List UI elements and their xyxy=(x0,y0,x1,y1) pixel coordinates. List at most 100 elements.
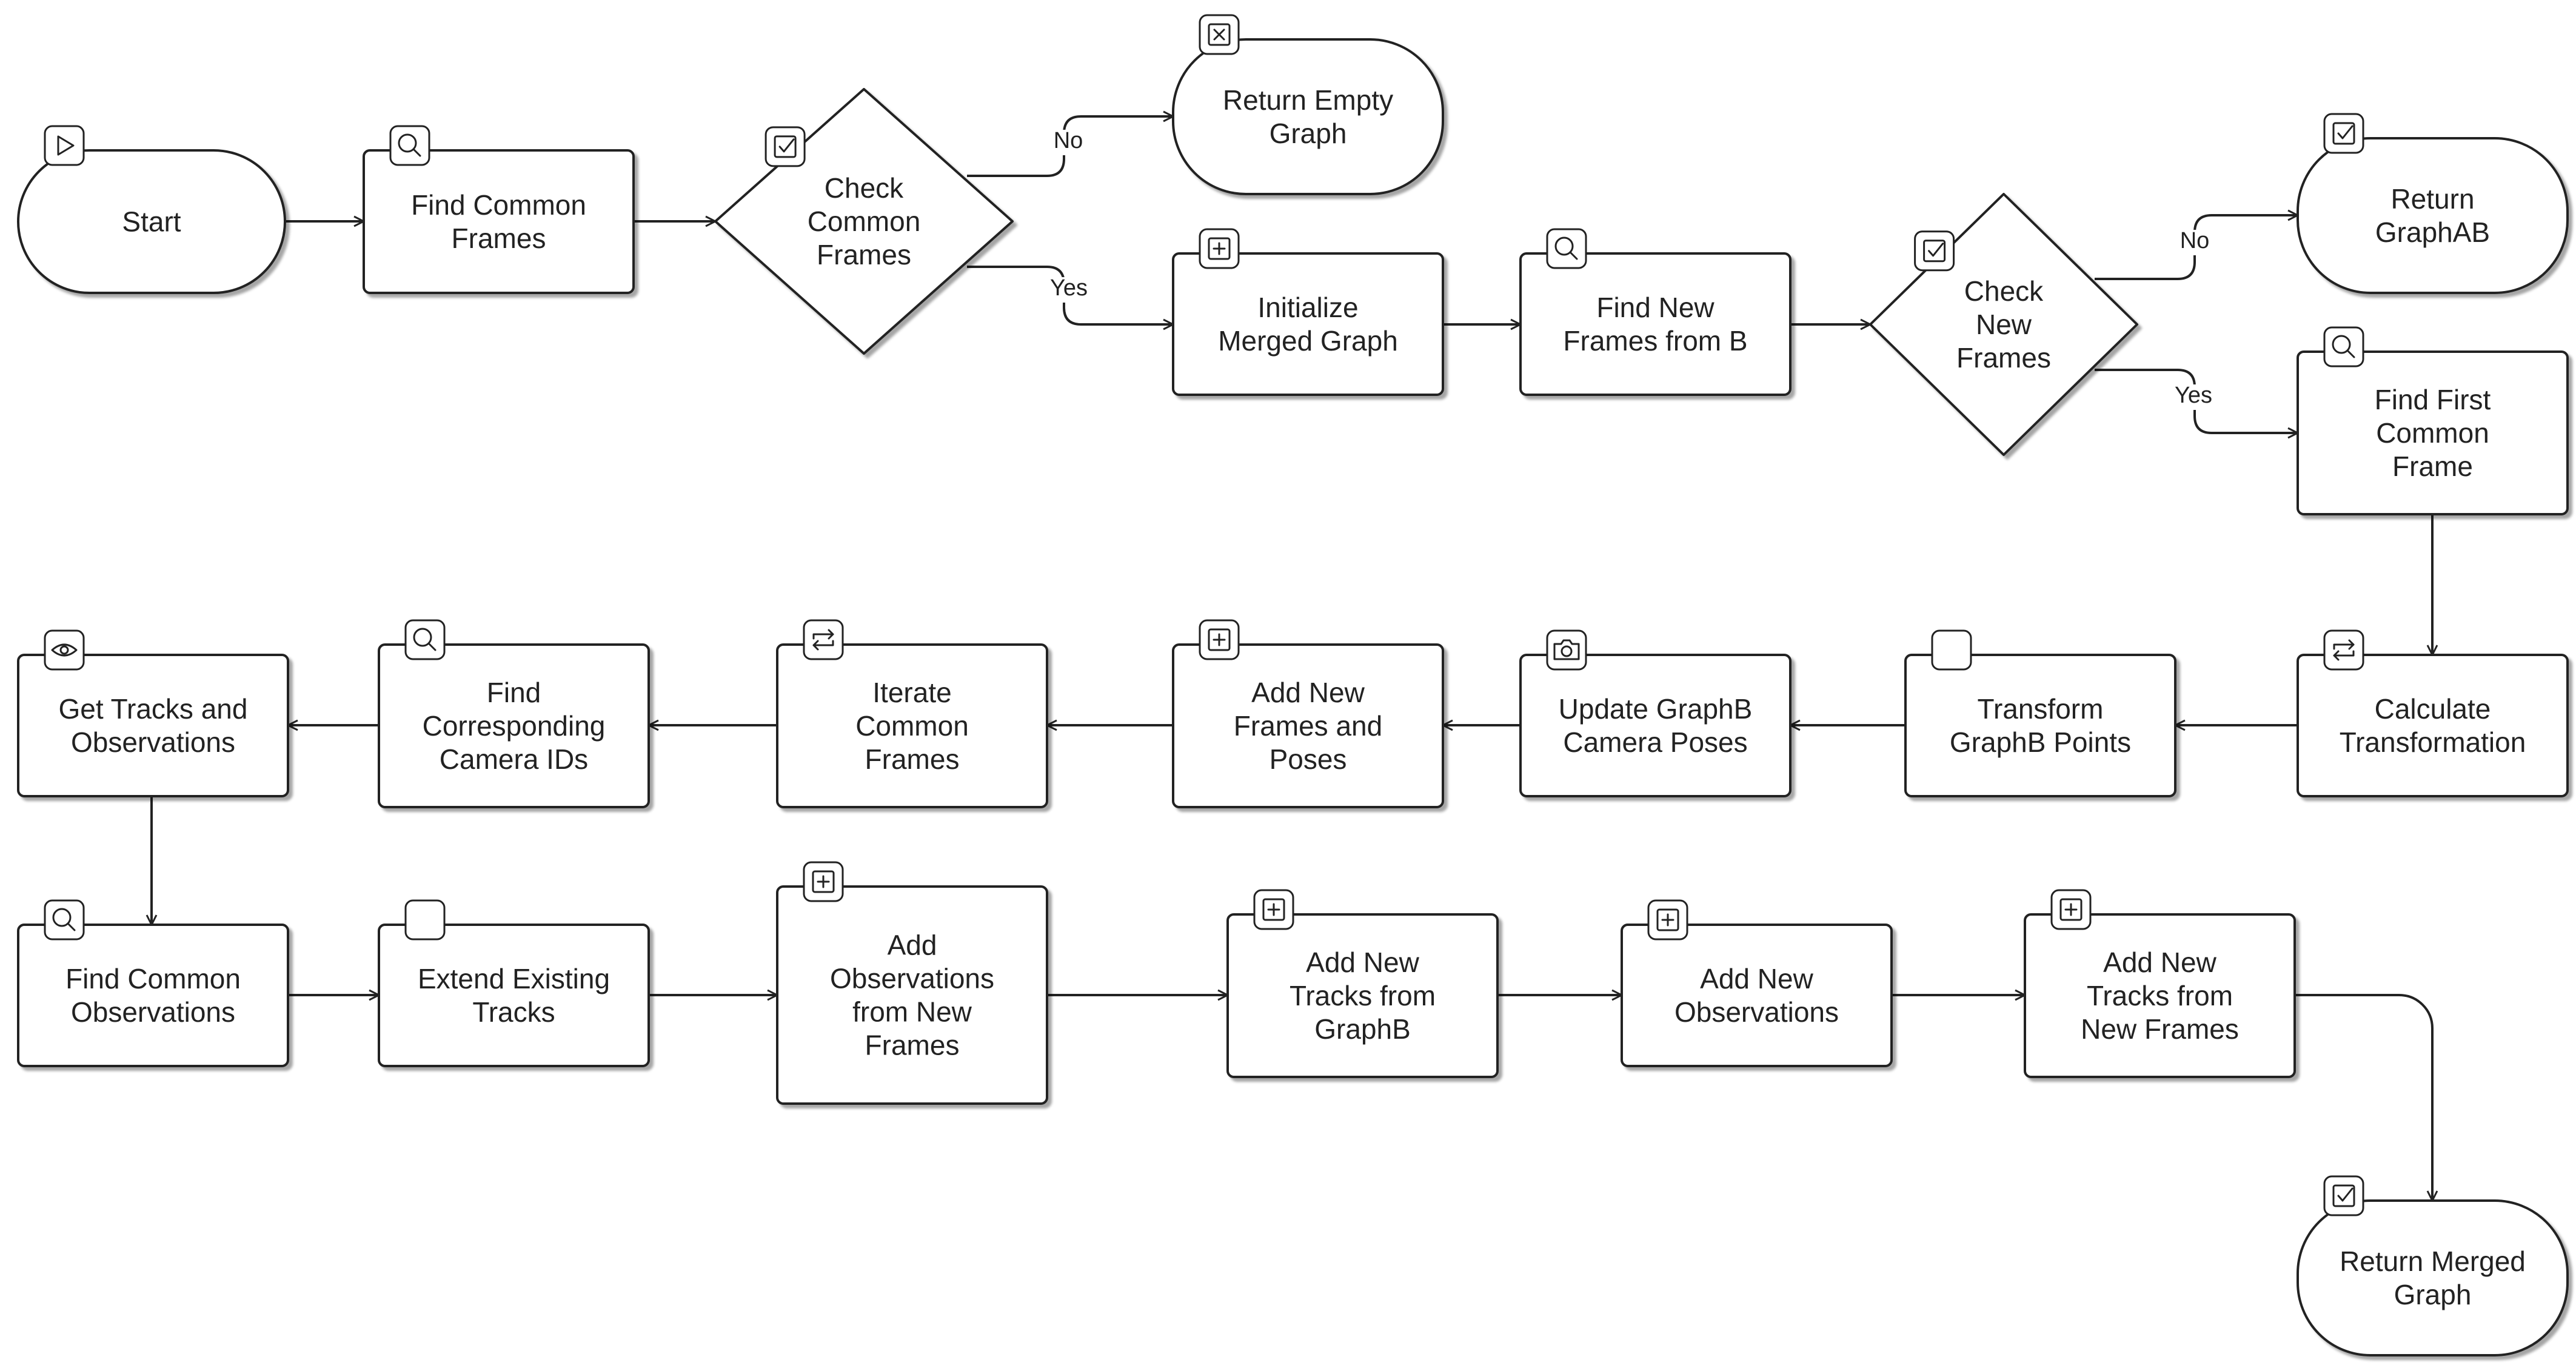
check-icon xyxy=(764,126,806,167)
node-label-line: Merged Graph xyxy=(1218,325,1398,357)
node-label-line: Graph xyxy=(1270,118,1347,149)
node-shape xyxy=(17,149,286,294)
edge-label: No xyxy=(1054,128,1083,153)
eye-icon xyxy=(44,629,85,671)
node-label-line: Calculate xyxy=(2375,693,2491,725)
node-label-line: Common xyxy=(2376,417,2489,449)
camera-icon xyxy=(1546,629,1587,671)
icon-frame xyxy=(2323,1175,2364,1216)
node-label-line: Find First xyxy=(2375,384,2491,415)
icon-frame xyxy=(404,619,446,660)
icon-frame xyxy=(803,619,844,660)
node-label-line: New xyxy=(1976,309,2032,340)
search-icon xyxy=(404,619,446,660)
node-shape xyxy=(2297,137,2569,294)
search-icon xyxy=(44,899,85,941)
node-label-line: Frames xyxy=(817,239,911,270)
node-shape xyxy=(1904,654,2176,797)
icon-frame xyxy=(44,629,85,671)
node-label-line: Add xyxy=(888,930,937,961)
node-label-line: Transform xyxy=(1978,693,2104,725)
plus-icon xyxy=(1647,899,1688,941)
node-label-line: Start xyxy=(122,206,181,238)
node-label-line: Tracks from xyxy=(1290,980,1436,1011)
plus-icon xyxy=(1199,228,1240,269)
node-label-line: Tracks xyxy=(472,996,555,1028)
check-icon xyxy=(2323,1175,2364,1216)
node-label-line: Frames and xyxy=(1234,710,1382,742)
edge-line xyxy=(2295,994,2432,1201)
node-label-line: Return Merged xyxy=(2340,1246,2526,1277)
icon-frame xyxy=(404,899,446,941)
node-label-line: Observations xyxy=(71,996,235,1028)
play-icon xyxy=(44,125,85,166)
node-shape xyxy=(2297,654,2569,797)
node-label-line: Camera IDs xyxy=(440,743,588,775)
check-icon xyxy=(1914,230,1955,272)
blank-icon xyxy=(404,899,446,941)
node-label-line: New Frames xyxy=(2081,1013,2239,1045)
close-icon xyxy=(1199,14,1240,55)
edge-check-new-frames-to-find-first-common-frame: Yes xyxy=(2095,369,2298,433)
edge-add-new-tracks-from-new-frames-to-return-merged-graph xyxy=(2295,994,2432,1201)
icon-frame xyxy=(44,125,85,166)
node-label-line: Poses xyxy=(1270,743,1347,775)
plus-icon xyxy=(1253,889,1294,930)
node-label-line: Frames xyxy=(865,743,960,775)
check-icon xyxy=(2323,113,2364,154)
plus-icon xyxy=(2050,889,2092,930)
node-label-line: Iterate xyxy=(872,677,951,708)
node-shape xyxy=(363,149,635,294)
node-label-line: Find New xyxy=(1596,292,1715,323)
node-label-line: Add New xyxy=(1251,677,1365,708)
node-label-line: Common xyxy=(808,206,921,237)
node-shape xyxy=(378,924,650,1067)
node-shape xyxy=(2297,1199,2569,1356)
node-shape xyxy=(776,885,1048,1105)
node-label-line: Update GraphB xyxy=(1559,693,1753,725)
node-label-line: Get Tracks and xyxy=(59,693,248,725)
node-shape xyxy=(1621,924,1893,1067)
node-label-line: Add New xyxy=(1306,947,1419,978)
node-label-line: Find Common xyxy=(411,189,586,221)
node-label-line: Observations xyxy=(1674,996,1839,1028)
node-shape xyxy=(2024,913,2296,1078)
node-label-line: Initialize xyxy=(1257,292,1358,323)
node-label: Start xyxy=(122,206,181,238)
node-shape xyxy=(1226,913,1499,1078)
node-label-line: Frames xyxy=(865,1030,960,1061)
node-shape xyxy=(1519,654,1791,797)
node-shape xyxy=(17,924,289,1067)
edge-label-bg xyxy=(1047,277,1091,303)
node-label-line: Common xyxy=(855,710,969,742)
node-label-line: Frames xyxy=(1956,342,2051,374)
plus-icon xyxy=(1199,619,1240,660)
